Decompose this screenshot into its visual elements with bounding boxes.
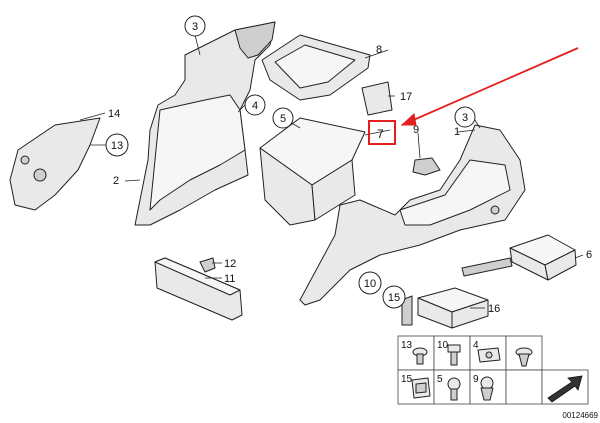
- clip-fastener-icon: [480, 376, 494, 401]
- trunk-side-trim-left: [134, 21, 276, 226]
- bolt-icon: [447, 344, 461, 366]
- fastener-legend: 13 10 4 15 5 9: [397, 335, 589, 405]
- legend-label-10: 10: [437, 340, 449, 351]
- callout-9: 9: [413, 124, 419, 136]
- callout-16: 16: [488, 303, 500, 315]
- legend-label-13: 13: [401, 340, 413, 351]
- spring-clip-icon: [411, 377, 431, 399]
- legend-label-4: 4: [473, 340, 479, 351]
- callout-5: 5: [280, 113, 286, 125]
- callout-8: 8: [376, 44, 382, 56]
- trunk-side-trim-right: [299, 124, 526, 306]
- diagram-reference-id: 00124669: [562, 411, 598, 420]
- push-pin-icon: [447, 377, 461, 401]
- highlight-callout-7: [368, 47, 579, 145]
- callout-10: 10: [364, 278, 376, 290]
- small-cover-17: [361, 81, 393, 116]
- callout-14: 14: [108, 108, 120, 120]
- expanding-rivet-icon: [515, 347, 533, 367]
- tray-6: [461, 234, 577, 281]
- storage-tray-upper: [261, 34, 371, 101]
- legend-label-15: 15: [401, 374, 413, 385]
- callout-15: 15: [388, 292, 400, 304]
- clip-9: [412, 157, 441, 176]
- legend-label-5: 5: [437, 374, 443, 385]
- circled-callouts: 3 4 5 3 13 10 15: [105, 15, 476, 309]
- nut-clip-icon: [477, 347, 501, 363]
- callout-4: 4: [252, 100, 258, 112]
- callout-1: 1: [454, 126, 460, 138]
- mounting-bracket-14: [9, 117, 101, 211]
- callout-12: 12: [224, 258, 236, 270]
- direction-arrow-icon: [547, 375, 583, 403]
- callout-13: 13: [111, 140, 123, 152]
- plain-callouts: 8 17 7 9 1 14 2 12 11 6 16: [108, 44, 592, 315]
- pad-16: [401, 287, 489, 329]
- callout-3a: 3: [192, 21, 198, 33]
- clip-12: [199, 257, 216, 273]
- callout-17: 17: [400, 91, 412, 103]
- legend-label-9: 9: [473, 374, 479, 385]
- callout-6: 6: [586, 249, 592, 261]
- callout-11: 11: [224, 273, 235, 285]
- storage-box-5: [259, 117, 366, 226]
- callout-3b: 3: [462, 112, 468, 124]
- callout-7: 7: [377, 127, 384, 141]
- callout-2: 2: [113, 175, 119, 187]
- screw-icon: [412, 347, 428, 365]
- rail-11: [154, 257, 243, 321]
